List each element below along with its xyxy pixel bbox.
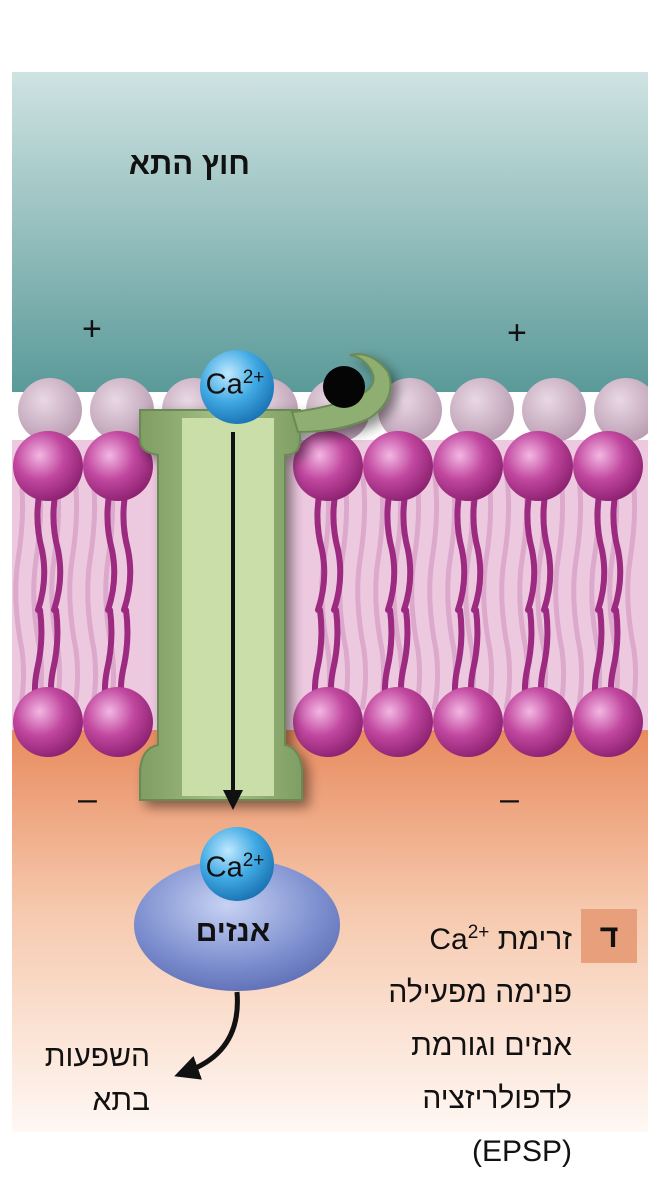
lipid-tail-back [571,469,585,711]
caption-ion: Ca2+ [429,922,490,956]
lipid-head-back [594,378,648,442]
outside-cell-label: חוץ התא [128,146,250,181]
step-caption: זרימת Ca2+ פנימה מפעילה אנזים וגורמת לדפ… [330,906,572,1178]
lipid-head-top [363,431,433,501]
calcium-ion-label-top: Ca2+ [205,367,265,401]
lipid-head-back [450,378,514,442]
lipid-head-bottom [433,687,503,757]
lipid-tail-back [85,469,99,711]
ion-channel [139,353,392,801]
ligand-ball [323,366,365,408]
minus-sign-right: – [500,780,519,818]
caption-line-2: פנימה מפעילה [388,976,572,1009]
plus-sign-left: + [82,310,102,348]
effects-line-2: בתא [92,1084,150,1117]
lipid-head-back [18,378,82,442]
lipid-heads-top [13,431,643,501]
lipid-head-top [573,431,643,501]
lipid-head-top [293,431,363,501]
calcium-ion-bottom [200,827,274,901]
plus-sign-right: + [507,314,527,352]
calcium-ion-label-bottom: Ca2+ [205,850,265,884]
caption-line-4: לדפולריזציה [422,1082,572,1115]
lipid-head-top [433,431,503,501]
lipid-head-back [378,378,442,442]
lipid-tail-back [499,469,513,711]
extracellular-space [12,72,648,392]
enzyme-label: אנזים [195,915,271,948]
caption-line-5: (EPSP) [471,1135,572,1168]
lipid-tail-back [409,469,423,711]
lipid-tail-back [553,469,567,711]
caption-line-1: זרימת Ca2+ [429,922,572,956]
lipid-head-back [90,378,154,442]
lipid-head-bottom [13,687,83,757]
lipid-tail-back [481,469,495,711]
lipid-head-bottom [573,687,643,757]
minus-sign-left: – [78,780,97,818]
enzyme-body [134,859,340,991]
lipid-head-back [522,378,586,442]
lipid-tail-back [67,469,81,711]
effects-line-1: השפעות [44,1040,150,1073]
cell-effects-label: השפעות בתא [10,1035,150,1123]
lipid-head-bottom [293,687,363,757]
calcium-ion-top [200,350,274,424]
lipid-head-bottom [83,687,153,757]
lipid-tails [13,469,639,718]
lipid-head-top [13,431,83,501]
caption-line-3: אנזים וגורמת [411,1029,572,1062]
lipid-head-top [83,431,153,501]
lipid-head-bottom [503,687,573,757]
step-badge: ד [581,909,637,963]
lipid-tail-back [427,469,441,711]
lipid-head-top [503,431,573,501]
lipid-head-bottom [363,687,433,757]
lipid-tail-back [355,469,369,711]
lipid-heads-bottom [13,687,643,757]
lipid-tail-back [49,469,63,711]
membrane-diagram [12,72,648,1132]
lipid-tail-back [103,469,117,711]
lipid-tail-back [625,469,639,711]
effects-arrow [174,991,240,1080]
lipid-tail-back [13,469,27,711]
